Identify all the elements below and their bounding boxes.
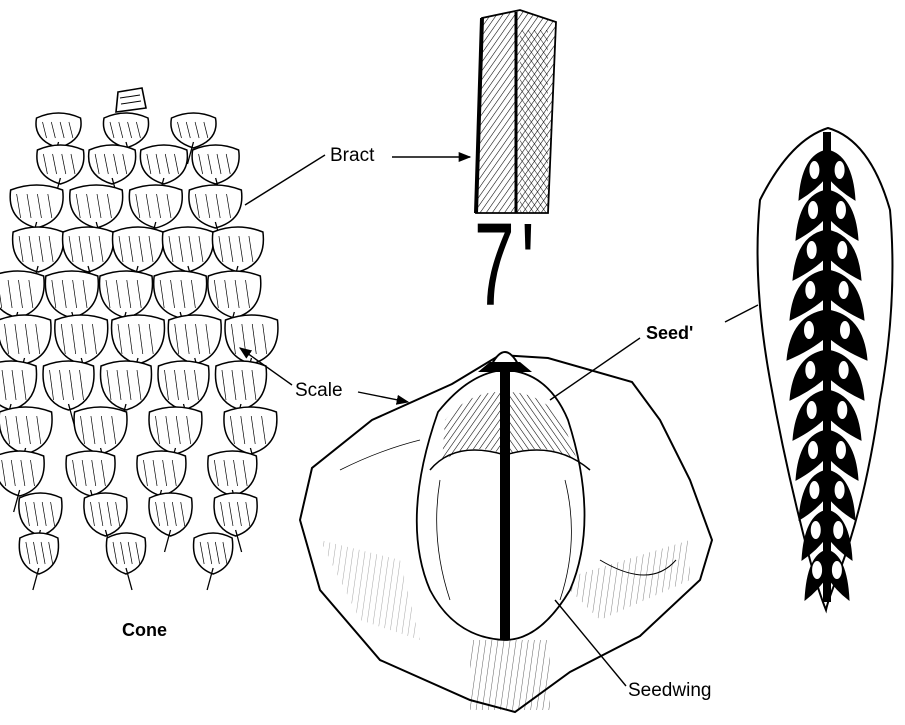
cone-label: Cone — [122, 620, 167, 641]
scale-label: Scale — [295, 380, 343, 402]
scale-drawing — [300, 352, 712, 712]
cone-scales — [0, 113, 278, 590]
scale-back-drawing — [758, 128, 893, 610]
seed-leader-back — [725, 305, 758, 322]
seedwing-label: Seedwing — [628, 680, 711, 702]
seed-label: Seed' — [646, 323, 693, 344]
bract-leader-to-cone — [245, 155, 325, 205]
bract-label: Bract — [330, 145, 374, 167]
scale-arrow-to-scale — [358, 392, 408, 402]
bract-drawing — [476, 10, 556, 213]
figure-mark: 7' — [474, 206, 541, 324]
cone-drawing — [0, 88, 278, 590]
